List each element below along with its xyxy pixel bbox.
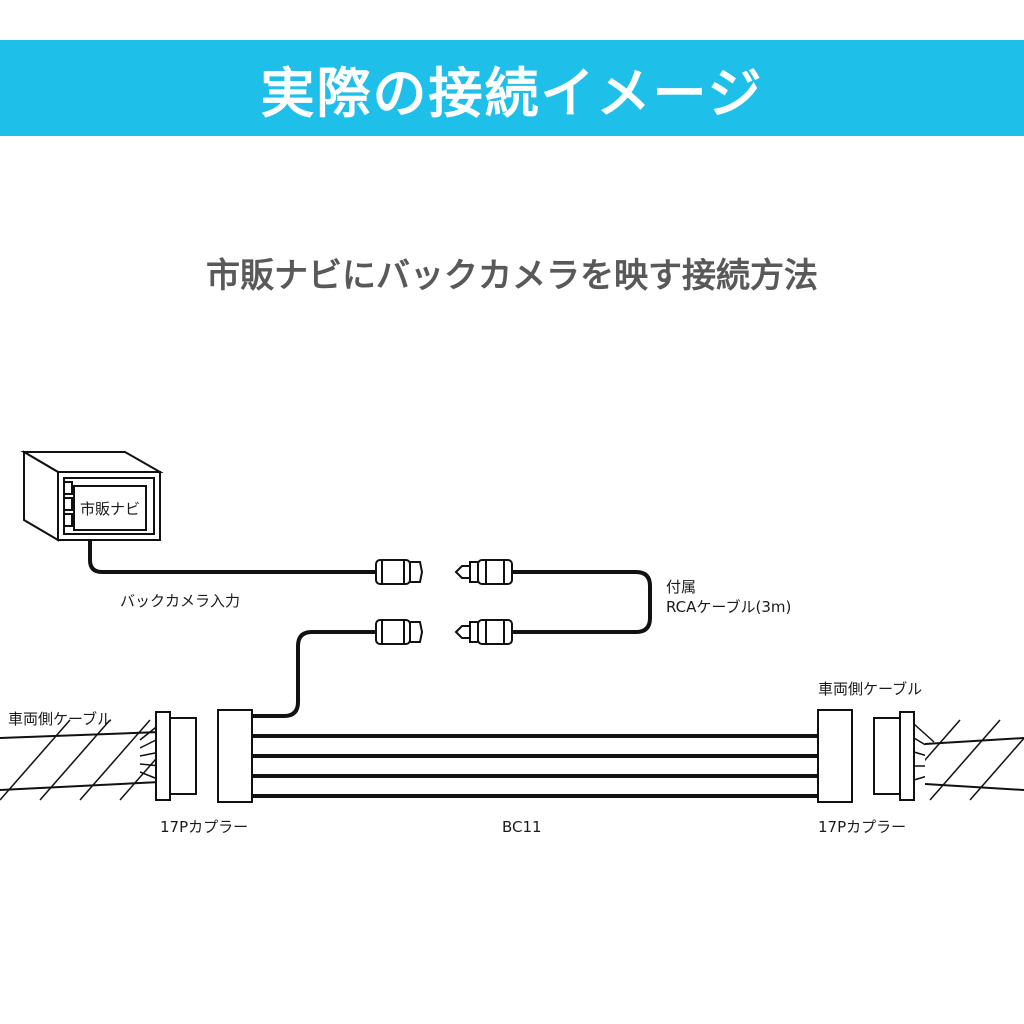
- vehicle-coupler-left: [155, 711, 197, 801]
- backcam-input-cable: [88, 540, 378, 574]
- coupler-17p-left-label: 17Pカプラー: [160, 818, 248, 836]
- coupler-17p-right-label: 17Pカプラー: [818, 818, 906, 836]
- rca-male-plug-upper: [454, 559, 513, 585]
- title-banner: 実際の接続イメージ: [0, 40, 1024, 136]
- rca-cable: [512, 570, 652, 634]
- coupler-17p-left: [217, 709, 253, 803]
- bc11-harness: [252, 734, 818, 798]
- rca-female-plug-upper: [375, 559, 424, 585]
- rca-female-plug-lower: [375, 619, 424, 645]
- harness-label: BC11: [502, 818, 542, 836]
- coupler-17p-right: [817, 709, 853, 803]
- page-subtitle: 市販ナビにバックカメラを映す接続方法: [206, 256, 818, 296]
- vehicle-coupler-right: [873, 711, 915, 801]
- vehicle-cable-right-label: 車両側ケーブル: [818, 680, 922, 698]
- camera-signal-cable: [252, 630, 376, 718]
- navi-unit-label: 市販ナビ: [80, 500, 140, 518]
- rca-cable-label-line2: RCAケーブル(3m): [666, 598, 791, 616]
- backcam-input-label: バックカメラ入力: [120, 592, 240, 610]
- vehicle-cable-left-label: 車両側ケーブル: [8, 710, 112, 728]
- page-title: 実際の接続イメージ: [260, 61, 764, 125]
- navi-unit: [20, 450, 164, 542]
- rca-cable-label-line1: 付属: [666, 578, 696, 596]
- rca-male-plug-lower: [454, 619, 513, 645]
- vehicle-cable-right: [925, 719, 1024, 801]
